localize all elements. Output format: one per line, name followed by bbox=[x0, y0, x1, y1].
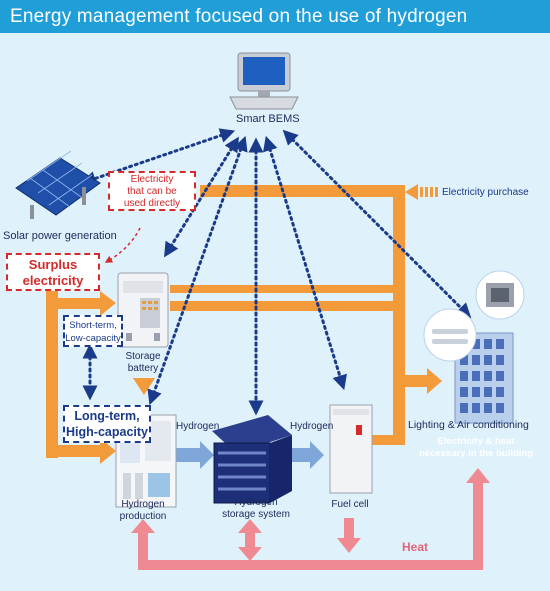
building-icon bbox=[423, 270, 525, 424]
hydrogen-arrow-label-2: Hydrogen bbox=[290, 421, 334, 432]
surplus-electricity-box: Surplus electricity bbox=[6, 253, 100, 291]
heat-flows bbox=[131, 468, 490, 570]
computer-icon bbox=[229, 52, 299, 110]
lighting-label: Lighting & Air conditioning bbox=[408, 419, 529, 431]
hydrogen-production-label: Hydrogen production bbox=[119, 499, 167, 522]
storage-battery-label: Storage battery bbox=[125, 351, 161, 374]
fuel-cell-icon bbox=[329, 404, 373, 494]
storage-battery-icon bbox=[117, 272, 169, 348]
smart-bems-label: Smart BEMS bbox=[236, 113, 300, 125]
page-title: Energy management focused on the use of … bbox=[0, 0, 550, 33]
diagram-canvas: Smart BEMS Solar power generation Electr… bbox=[0, 33, 550, 591]
surplus-links bbox=[104, 227, 141, 263]
solar-panel-icon bbox=[15, 150, 101, 219]
hydrogen-storage-label: Hydrogen storage system bbox=[222, 497, 290, 520]
long-term-box: Long-term, High-capacity bbox=[63, 405, 151, 443]
electricity-purchase-label: Electricity purchase bbox=[442, 187, 529, 198]
fuel-cell-label: Fuel cell bbox=[331, 499, 369, 510]
hydrogen-arrow-label-1: Hydrogen bbox=[176, 421, 220, 432]
hydrogen-storage-icon bbox=[212, 415, 292, 504]
solar-label: Solar power generation bbox=[3, 230, 117, 242]
building-need-label: Electricity & heat necessary in the buil… bbox=[418, 436, 534, 459]
heat-label: Heat bbox=[402, 540, 429, 554]
hydrogen-flows bbox=[176, 441, 324, 469]
short-term-box: Short-term, Low-capacity bbox=[63, 315, 123, 347]
electricity-direct-box: Electricity that can be used directly bbox=[108, 171, 196, 211]
